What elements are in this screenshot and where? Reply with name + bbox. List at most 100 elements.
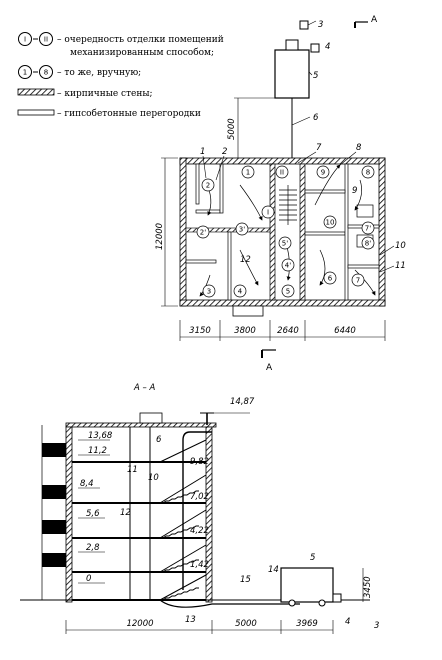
legend-item-gypsum: – гипсобетонные перегородки: [17, 108, 201, 119]
room-I: I: [261, 205, 275, 219]
elev-9-82: 9,82: [190, 457, 209, 467]
callout-2: 2: [222, 147, 227, 157]
section-letter: A: [371, 15, 378, 25]
callout-3: 3: [374, 621, 379, 631]
legend-text-line1: – очередность отделки помещений: [57, 35, 224, 45]
elev-14-87: 14,87: [230, 397, 255, 407]
dim-5000: 5000: [227, 118, 237, 140]
callout-5: 5: [310, 553, 315, 563]
section-mark-top: A: [354, 15, 378, 28]
elev-2-8: 2,8: [86, 543, 100, 553]
dim-2640: 2640: [277, 326, 299, 336]
svg-text:2': 2': [200, 229, 206, 237]
svg-text:7: 7: [356, 277, 360, 285]
room-8: 8: [361, 165, 375, 179]
section-windows: [42, 443, 66, 567]
dim-3450: 3450: [363, 576, 373, 598]
callout-13: 13: [185, 615, 196, 625]
dim-12000: 12000: [155, 223, 165, 250]
room-4-prime: 4': [281, 258, 295, 272]
svg-text:9: 9: [321, 169, 325, 177]
dim-3969: 3969: [296, 619, 318, 629]
mortar-riser: [182, 431, 212, 590]
room-II: II: [275, 165, 289, 179]
wall-stair-right: [299, 163, 306, 301]
room-9: 9: [316, 165, 330, 179]
room-2-prime: 2': [196, 225, 210, 239]
room-7-prime: 7': [361, 221, 375, 235]
legend-symbol-from: 1: [23, 69, 27, 77]
equipment-4-section: [332, 593, 342, 603]
roof-box: [139, 412, 163, 424]
dim-3150: 3150: [189, 326, 211, 336]
callout-5: 5: [313, 71, 318, 81]
elevation-marks: 14,87 13,68 11,2 8,4 5,6 2,8 0 9,82 7,02…: [78, 397, 255, 584]
room-5: 5: [281, 284, 295, 298]
wall-south: [179, 299, 386, 307]
room-4: 4: [233, 284, 247, 298]
callout-9: 9: [352, 186, 357, 196]
elev-4-22: 4,22: [190, 526, 209, 536]
room-7: 7: [351, 273, 365, 287]
callout-12: 12: [240, 255, 251, 265]
svg-text:II: II: [280, 169, 284, 177]
elev-7-02: 7,02: [190, 492, 209, 502]
elev-1-42: 1,42: [190, 560, 209, 570]
dim-12000: 12000: [126, 619, 153, 629]
section-letter: A: [266, 363, 273, 373]
room-3-prime: 3': [235, 222, 249, 236]
callout-11: 11: [395, 261, 406, 271]
legend-text-brick: – кирпичные стены;: [57, 89, 153, 99]
legend-item-manual: 1 8 – то же, вручную;: [18, 65, 141, 79]
callout-3: 3: [318, 20, 323, 30]
legend-symbol-from: I: [24, 36, 26, 44]
dim-3800: 3800: [234, 326, 256, 336]
section-wall-right: [205, 426, 213, 603]
legend-symbol-to: 8: [44, 69, 48, 77]
legend-text-gypsum: – гипсобетонные перегородки: [57, 108, 201, 119]
room-5-prime: 5': [278, 236, 292, 250]
callout-12: 12: [120, 508, 131, 518]
room-8-prime: 8': [361, 236, 375, 250]
svg-text:3': 3': [239, 226, 245, 234]
callout-1: 1: [200, 147, 205, 157]
section-title: A – A: [133, 383, 155, 393]
svg-text:5: 5: [286, 288, 290, 296]
room-2: 2: [201, 178, 215, 192]
room-1: 1: [241, 165, 255, 179]
room-6: 6: [323, 271, 337, 285]
legend: I II – очередность отделки помещений мех…: [17, 32, 224, 119]
section-view: A – A: [20, 383, 379, 634]
elev-5-6: 5,6: [86, 509, 100, 519]
legend-symbol-to: II: [44, 36, 48, 44]
svg-text:1: 1: [246, 169, 250, 177]
dim-5000: 5000: [235, 619, 257, 629]
legend-text-manual: – то же, вручную;: [57, 68, 141, 78]
svg-text:8: 8: [366, 169, 370, 177]
callout-10: 10: [148, 473, 159, 483]
svg-text:3: 3: [207, 288, 211, 296]
elev-11-2: 11,2: [88, 446, 107, 456]
callout-4: 4: [325, 42, 330, 52]
callout-15: 15: [240, 575, 251, 585]
svg-text:10: 10: [326, 219, 335, 227]
mortar-station: [274, 49, 310, 99]
plan-callouts: 1 2 7 8 9 10 11 12: [200, 143, 406, 273]
svg-text:8': 8': [365, 240, 371, 248]
entrance-porch: [232, 305, 264, 317]
callout-8: 8: [356, 143, 362, 153]
section-wall-left: [65, 426, 73, 603]
svg-text:6: 6: [328, 275, 333, 283]
floor-plan: A 3 4 5 6 5000: [155, 15, 406, 373]
mortar-hose: [159, 599, 300, 608]
wall-north: [179, 157, 386, 165]
elev-8-4: 8,4: [80, 479, 94, 489]
section-mark-bottom: A: [261, 349, 276, 373]
svg-text:4: 4: [238, 288, 243, 296]
mortar-hopper: [285, 39, 299, 51]
stair-plan: [279, 185, 297, 225]
svg-text:4': 4': [285, 262, 291, 270]
svg-text:2: 2: [206, 182, 210, 190]
wall-east: [378, 157, 386, 307]
